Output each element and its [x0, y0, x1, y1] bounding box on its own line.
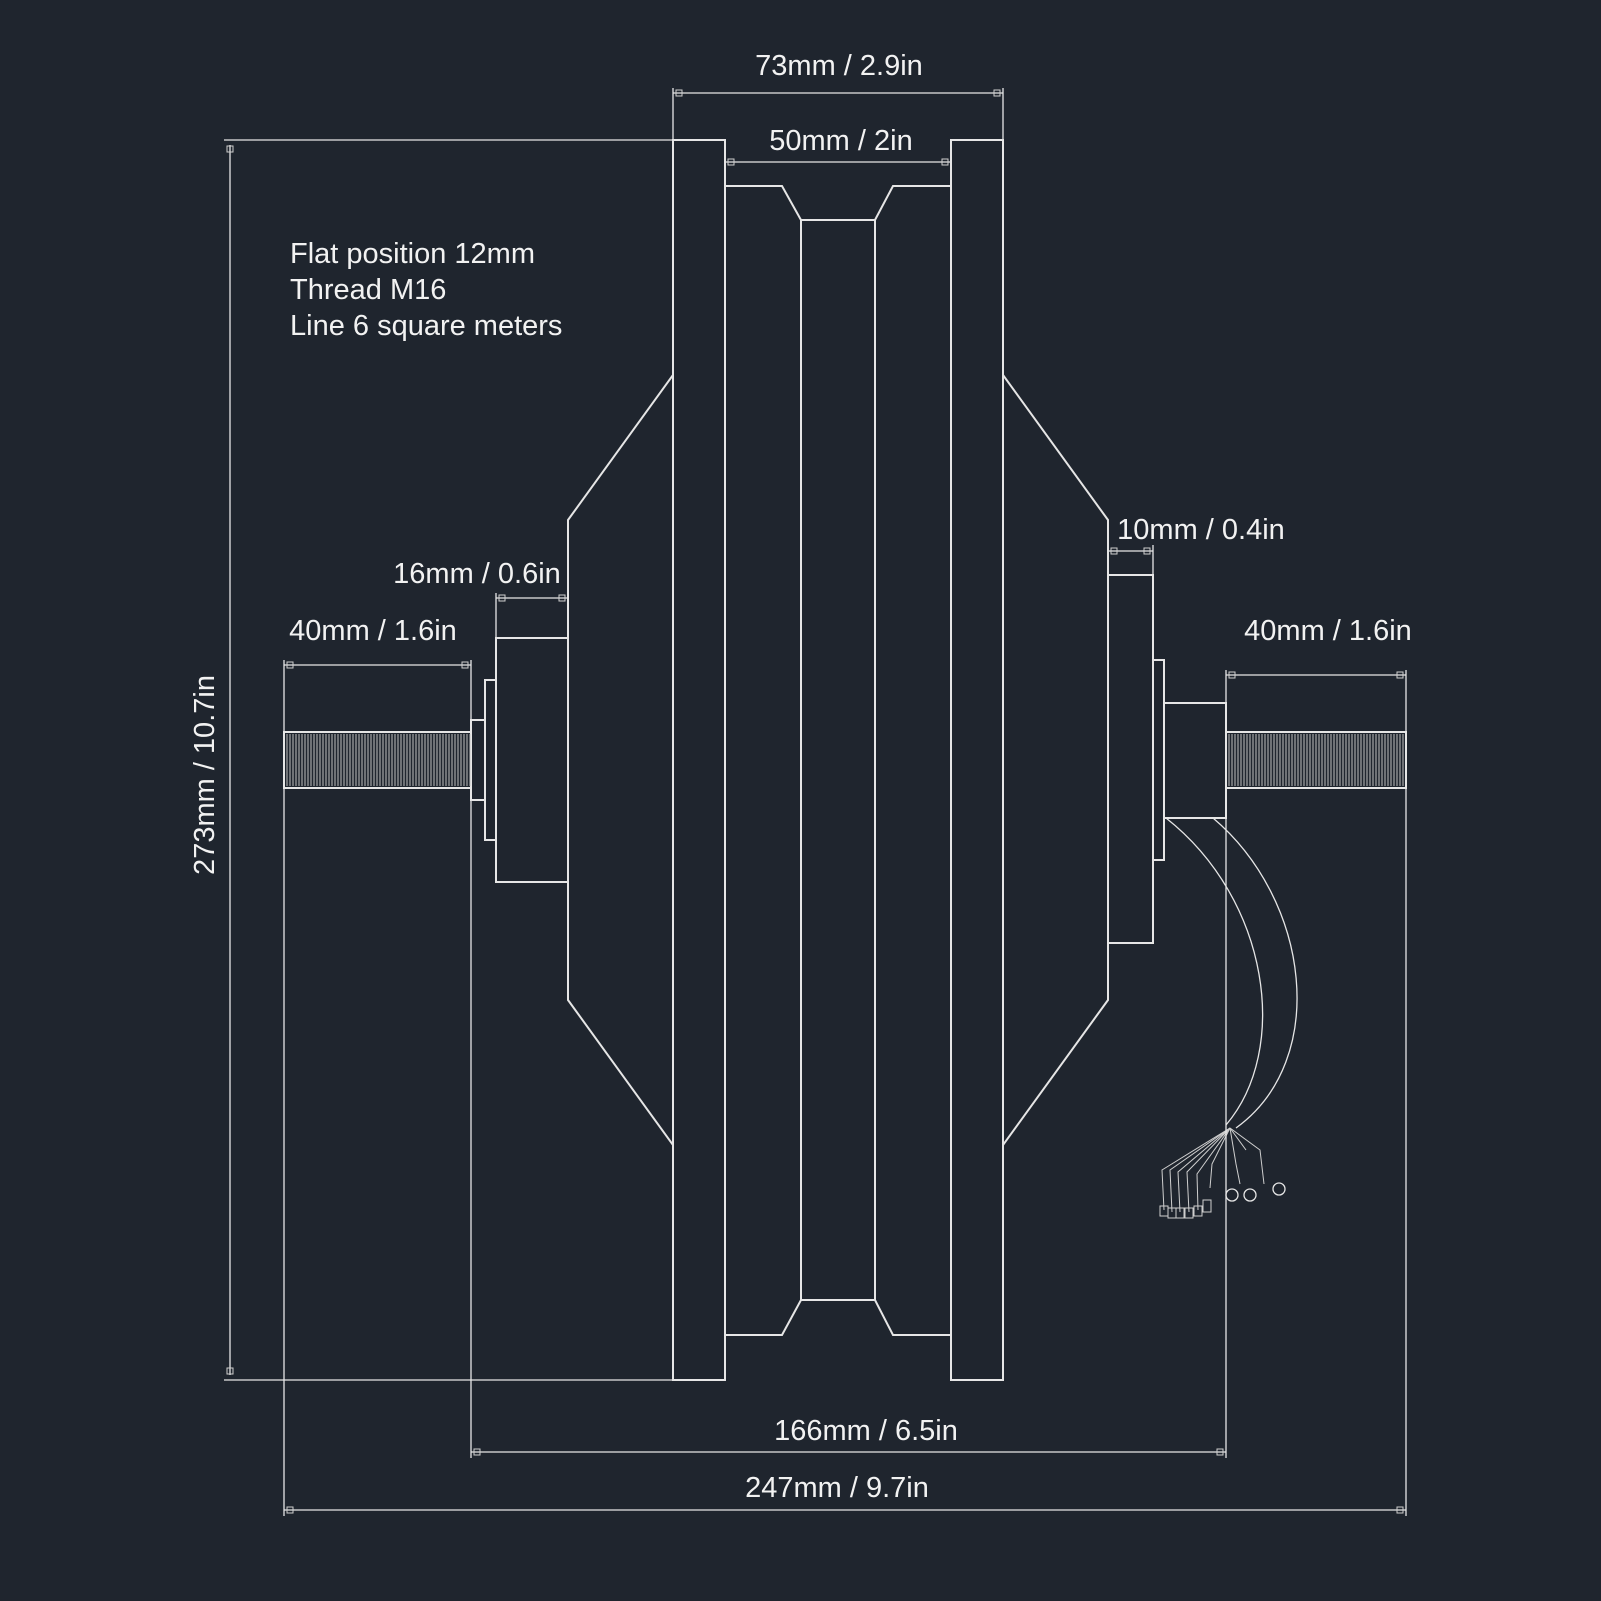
motor-body [470, 139, 1227, 1381]
ring-terminal-3 [1272, 1182, 1286, 1196]
dimension-labels: 73mm / 2.9in 50mm / 2in 273mm / 10.7in 1… [189, 50, 1412, 1504]
right-nut [1164, 702, 1227, 819]
right-flange [950, 139, 1004, 1381]
left-hub-cone [567, 374, 674, 1146]
pin-connector-5 [1193, 1205, 1203, 1217]
note-line: Line 6 square meters [290, 310, 562, 342]
rim-top-profile [725, 185, 951, 221]
right-axle-thread-lines [1228, 734, 1404, 786]
spec-notes: Flat position 12mm Thread M16 Line 6 squ… [290, 238, 562, 342]
pin-connector-4 [1184, 1207, 1194, 1219]
dropout-width-label: 166mm / 6.5in [774, 1415, 958, 1447]
left-axle-thread-lines [286, 734, 471, 786]
ring-terminal-2 [1243, 1188, 1257, 1202]
rim-width-label: 50mm / 2in [769, 125, 912, 157]
cable-wires [1161, 1127, 1265, 1213]
left-spacer-label: 16mm / 0.6in [393, 558, 561, 590]
note-flat-position: Flat position 12mm [290, 238, 535, 270]
pin-connector-3 [1175, 1207, 1185, 1219]
cable-inner [1165, 817, 1264, 1126]
right-axle [1225, 731, 1407, 789]
left-flange [672, 139, 726, 1381]
note-thread: Thread M16 [290, 274, 446, 306]
left-axle-label: 40mm / 1.6in [289, 615, 457, 647]
right-hub-cone [1002, 374, 1109, 1146]
motor-cable [1159, 817, 1298, 1219]
left-nut [470, 719, 485, 801]
right-spacer-label: 10mm / 0.4in [1117, 514, 1285, 546]
left-washer [484, 679, 497, 841]
ring-terminal-1 [1225, 1188, 1239, 1202]
right-spacer [1108, 574, 1154, 944]
pin-connector-6 [1202, 1199, 1212, 1213]
height-label: 273mm / 10.7in [189, 675, 221, 875]
right-axle-label: 40mm / 1.6in [1244, 615, 1412, 647]
cable-outer [1212, 817, 1298, 1129]
rim-bottom-profile [725, 1299, 951, 1336]
extension-lines [224, 88, 1407, 1516]
dimension-lines [226, 89, 1406, 1514]
overall-width-label: 73mm / 2.9in [755, 50, 923, 82]
left-spacer [495, 637, 568, 883]
total-length-label: 247mm / 9.7in [745, 1472, 929, 1504]
left-axle [283, 731, 472, 789]
right-washer [1152, 659, 1165, 861]
